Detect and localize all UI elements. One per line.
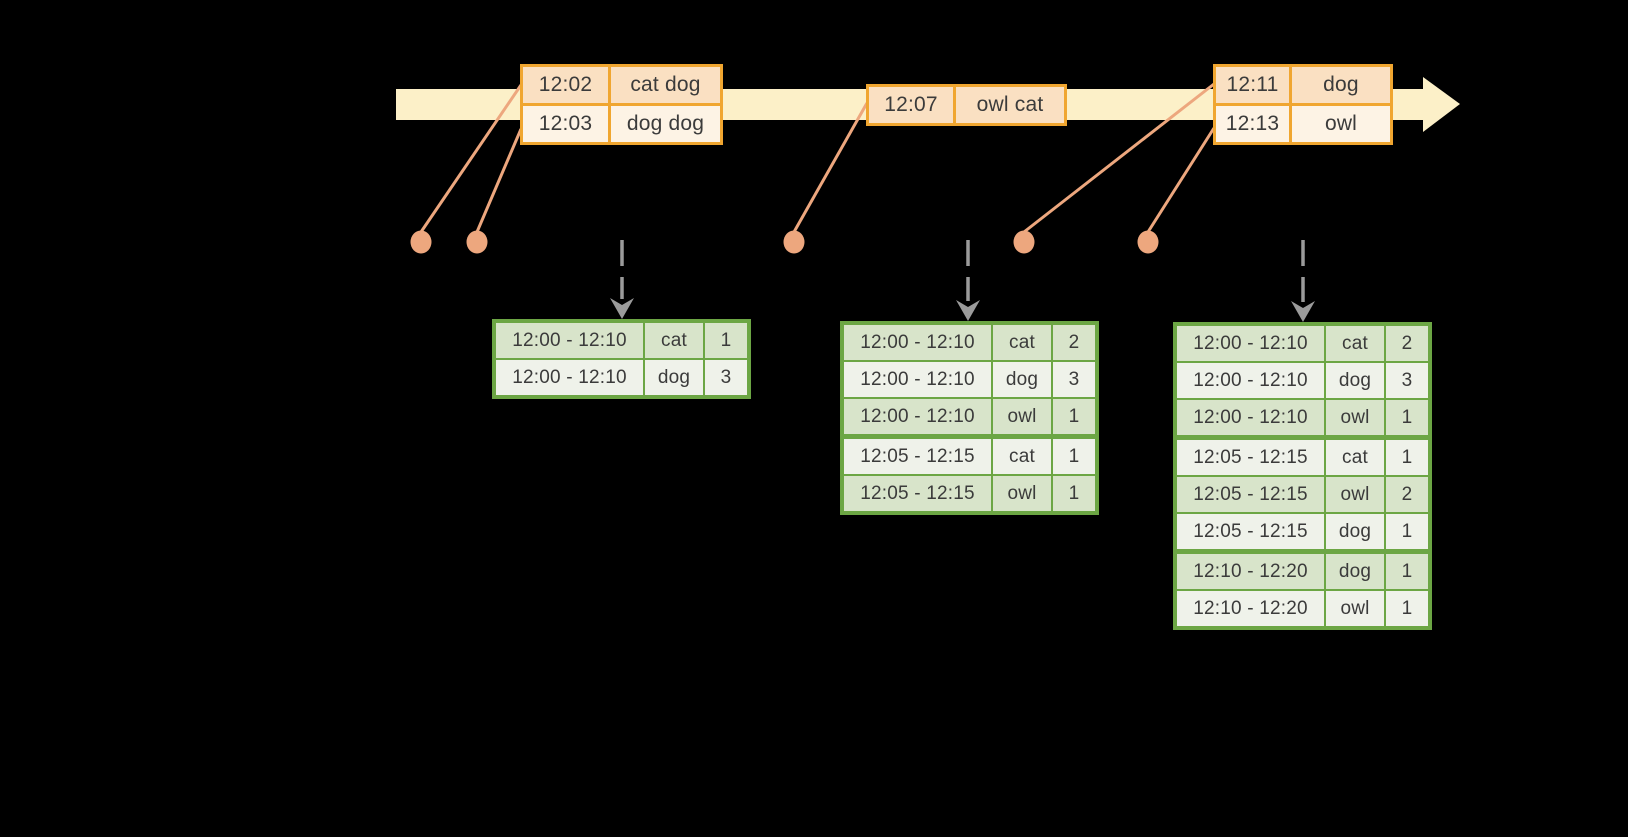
- result-row-window-cell: 12:05 - 12:15: [1177, 477, 1324, 512]
- result-row-word-cell: cat: [1326, 326, 1384, 361]
- result-row-word-cell: dog: [1326, 554, 1384, 589]
- result-row-count-cell: 1: [1386, 591, 1428, 626]
- result-row-count-cell: 1: [1053, 476, 1095, 511]
- result-row-window-cell: 12:00 - 12:10: [496, 360, 643, 395]
- event-row-words-cell: cat dog: [611, 67, 720, 103]
- result-row-word-cell: cat: [993, 439, 1051, 474]
- result-row-word-cell: dog: [645, 360, 703, 395]
- event-dot: [466, 230, 488, 254]
- result-row-count-cell: 3: [1386, 363, 1428, 398]
- event-row-words-cell: owl: [1292, 106, 1390, 142]
- event-row-time-cell: 12:07: [869, 87, 953, 123]
- result-row-window-cell: 12:00 - 12:10: [496, 323, 643, 358]
- result-row-count-cell: 1: [1053, 399, 1095, 434]
- result-row-word-cell: owl: [1326, 477, 1384, 512]
- result-row-window-cell: 12:00 - 12:10: [1177, 326, 1324, 361]
- event-connector-line: [1146, 127, 1216, 233]
- result-row-word-cell: owl: [1326, 400, 1384, 435]
- result-row-window-cell: 12:05 - 12:15: [1177, 440, 1324, 475]
- result-row-window-cell: 12:00 - 12:10: [1177, 400, 1324, 435]
- event-dot: [1137, 230, 1159, 254]
- result-row-count-cell: 2: [1386, 477, 1428, 512]
- result-row-word-cell: cat: [1326, 440, 1384, 475]
- result-row-count-cell: 1: [1386, 554, 1428, 589]
- result-row-window-cell: 12:05 - 12:15: [844, 476, 991, 511]
- event-dot: [410, 230, 432, 254]
- result-row-count-cell: 2: [1053, 325, 1095, 360]
- trigger-arrow: [1291, 240, 1315, 322]
- result-row-word-cell: cat: [645, 323, 703, 358]
- timeline-arrowhead-icon: [1423, 77, 1460, 132]
- result-row-word-cell: cat: [993, 325, 1051, 360]
- result-row-count-cell: 1: [1386, 400, 1428, 435]
- event-connector-line: [792, 102, 869, 233]
- event-dot: [783, 230, 805, 254]
- trigger-arrow: [956, 240, 980, 321]
- event-row-words-cell: dog dog: [611, 106, 720, 142]
- result-row-word-cell: owl: [1326, 591, 1384, 626]
- event-row-words-cell: owl cat: [956, 87, 1064, 123]
- result-row-count-cell: 2: [1386, 326, 1428, 361]
- result-row-count-cell: 1: [1386, 440, 1428, 475]
- result-row-window-cell: 12:05 - 12:15: [844, 439, 991, 474]
- event-row-words-cell: dog: [1292, 67, 1390, 103]
- result-row-word-cell: dog: [1326, 363, 1384, 398]
- result-row-word-cell: dog: [993, 362, 1051, 397]
- result-row-window-cell: 12:00 - 12:10: [844, 399, 991, 434]
- event-connector-line: [475, 128, 523, 233]
- result-row-count-cell: 1: [705, 323, 747, 358]
- event-row-time-cell: 12:13: [1216, 106, 1289, 142]
- event-row-time-cell: 12:03: [523, 106, 608, 142]
- event-dot: [1013, 230, 1035, 254]
- result-row-window-cell: 12:05 - 12:15: [1177, 514, 1324, 549]
- result-row-count-cell: 1: [1053, 439, 1095, 474]
- result-row-word-cell: dog: [1326, 514, 1384, 549]
- event-connector-line: [1023, 82, 1215, 234]
- event-row-time-cell: 12:02: [523, 67, 608, 103]
- event-row-time-cell: 12:11: [1216, 67, 1289, 103]
- event-connector-line: [419, 84, 523, 233]
- result-row-count-cell: 3: [1053, 362, 1095, 397]
- result-row-count-cell: 3: [705, 360, 747, 395]
- result-row-window-cell: 12:10 - 12:20: [1177, 591, 1324, 626]
- result-row-count-cell: 1: [1386, 514, 1428, 549]
- result-row-window-cell: 12:00 - 12:10: [844, 325, 991, 360]
- trigger-arrow: [610, 240, 634, 319]
- result-row-window-cell: 12:00 - 12:10: [1177, 363, 1324, 398]
- result-row-window-cell: 12:00 - 12:10: [844, 362, 991, 397]
- result-row-window-cell: 12:10 - 12:20: [1177, 554, 1324, 589]
- result-row-word-cell: owl: [993, 476, 1051, 511]
- result-row-word-cell: owl: [993, 399, 1051, 434]
